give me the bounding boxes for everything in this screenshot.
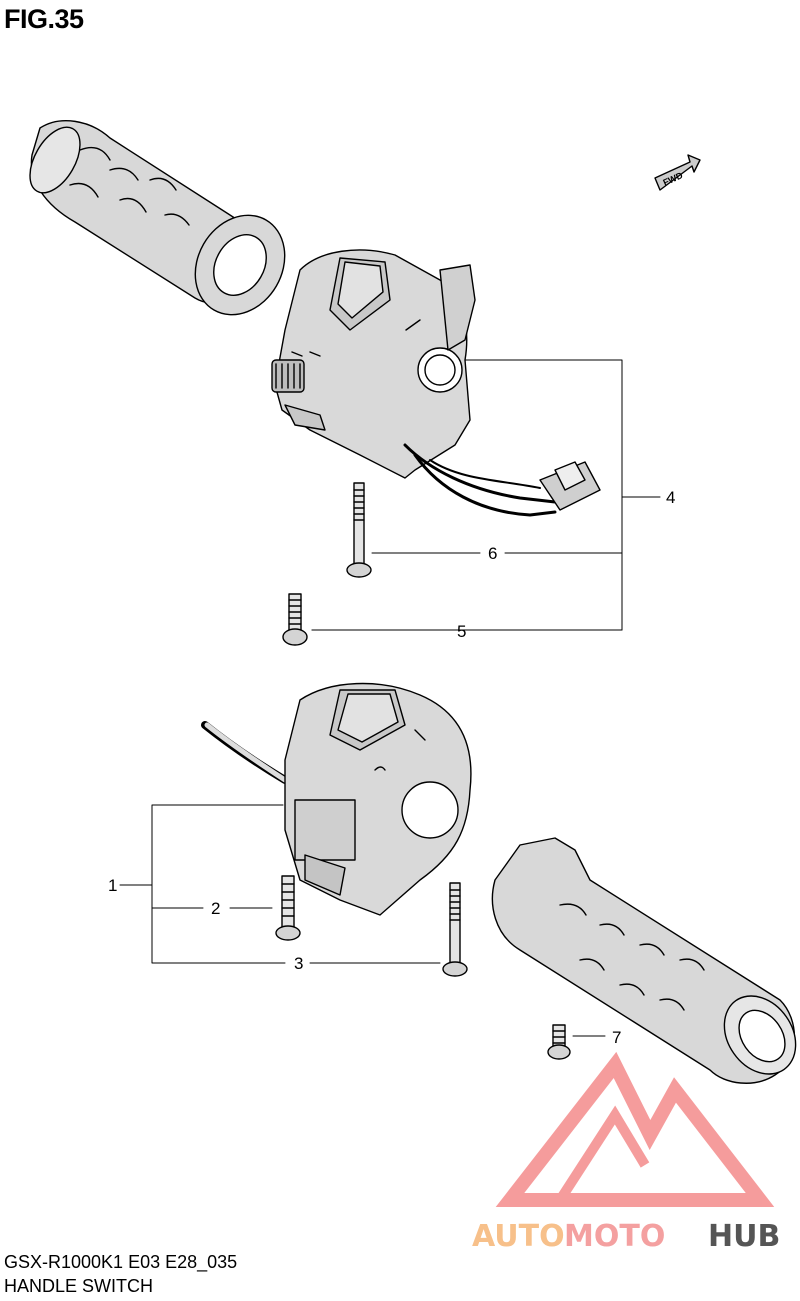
right-grip xyxy=(491,837,797,1084)
screw-part-3 xyxy=(442,882,468,977)
callout-7: 7 xyxy=(612,1028,621,1047)
watermark-text-auto: AUTO xyxy=(472,1219,565,1254)
section-name: HANDLE SWITCH xyxy=(4,1276,154,1296)
screw-part-5 xyxy=(282,593,308,646)
right-handle-switch xyxy=(271,249,601,517)
watermark-text-hub: HUB xyxy=(708,1219,780,1254)
figure-title: FIG.35 xyxy=(4,4,84,34)
left-handle-switch xyxy=(201,682,472,916)
callout-1: 1 xyxy=(108,876,117,895)
leader-lines-bottom xyxy=(119,804,606,1037)
fwd-arrow-icon xyxy=(654,154,701,191)
model-code: GSX-R1000K1 E03 E28_035 xyxy=(4,1252,238,1272)
callout-2: 2 xyxy=(211,899,220,918)
callout-5: 5 xyxy=(457,622,466,641)
screw-part-7 xyxy=(547,1024,571,1060)
fwd-label: FWD xyxy=(661,170,684,188)
leader-lines-top xyxy=(311,359,661,631)
left-grip xyxy=(29,120,286,316)
watermark-text-moto: MOTO xyxy=(564,1219,665,1254)
screw-part-2 xyxy=(275,875,301,941)
callout-6: 6 xyxy=(488,544,497,563)
screw-part-6 xyxy=(346,482,372,578)
watermark-logo: AUTO MOTO HUB xyxy=(472,1051,780,1254)
callout-3: 3 xyxy=(294,954,303,973)
callout-4: 4 xyxy=(666,488,675,507)
